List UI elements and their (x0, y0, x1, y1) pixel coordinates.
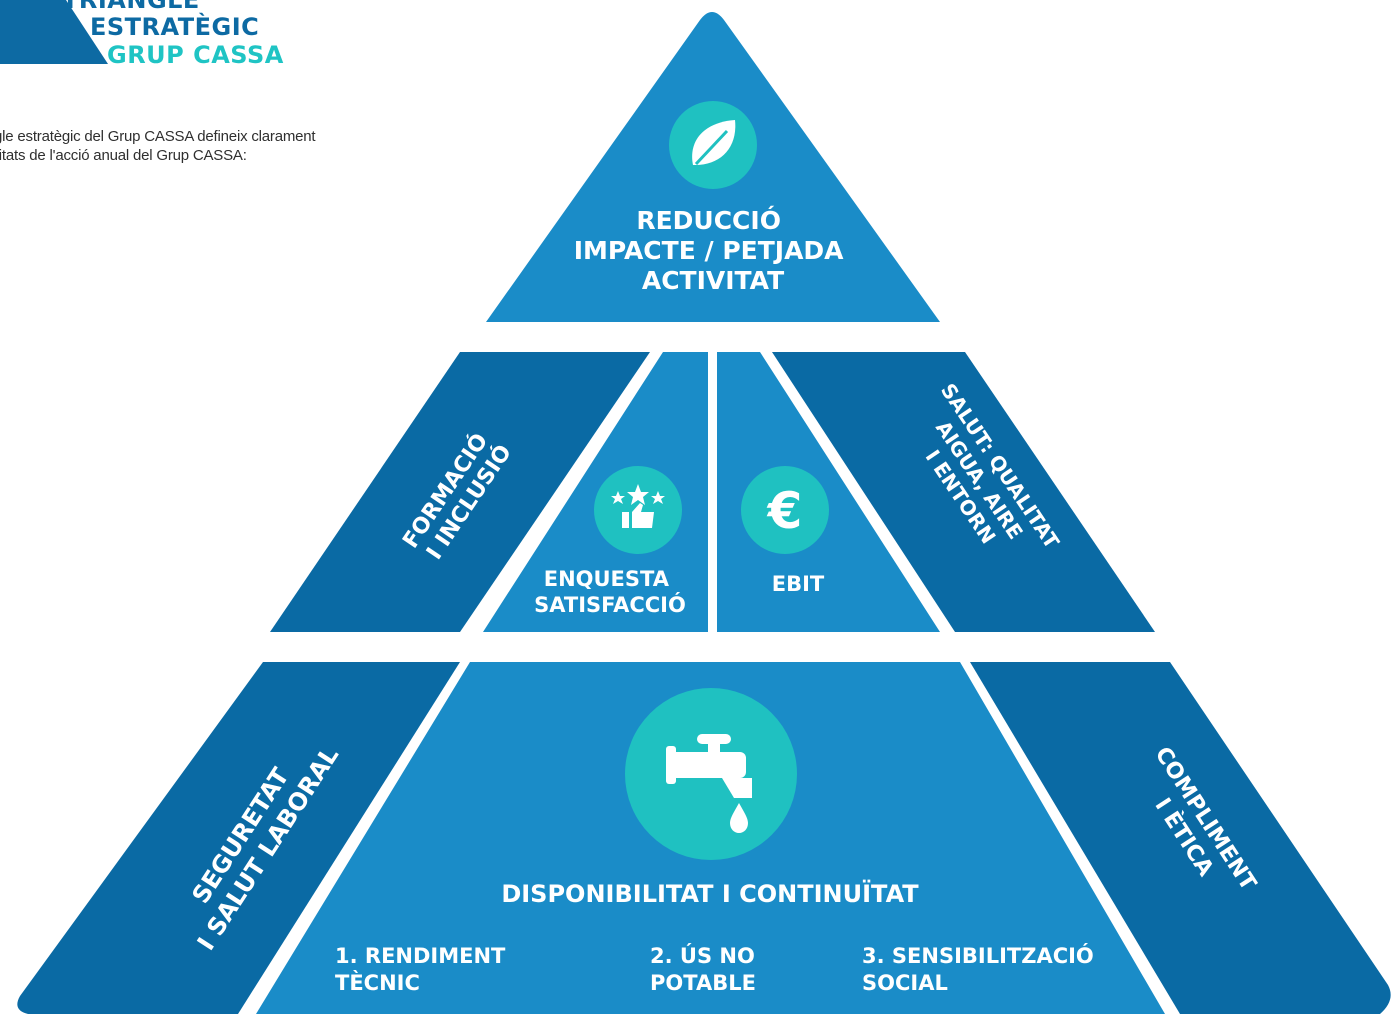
item-3-line-1: 3. SENSIBILITZACIÓ (862, 943, 1094, 968)
brand-logo: TRIANGLE ESTRATÈGIC GRUP CASSA (0, 0, 300, 75)
ebit-label-line-1: EBIT (772, 572, 825, 596)
logo-line-2: ESTRATÈGIC (90, 13, 260, 41)
euro-icon: € (741, 466, 829, 554)
logo-line-3: GRUP CASSA (107, 41, 284, 69)
middle-center-right-panel (717, 352, 940, 632)
bottom-right-band (970, 662, 1391, 1014)
euro-symbol: € (767, 482, 803, 540)
stars-thumbs-up-icon (594, 466, 682, 554)
middle-right-band (772, 352, 1155, 632)
top-label-line-3: ACTIVITAT (642, 266, 784, 295)
item-2-line-1: 2. ÚS NO (650, 943, 755, 968)
item-1-label: 1. RENDIMENT TÈCNIC (335, 944, 513, 995)
survey-label-line-2: SATISFACCIÓ (534, 592, 686, 617)
intro-text: gle estratègic del Grup CASSA defineix c… (0, 127, 394, 165)
bottom-left-band (17, 662, 460, 1014)
intro-line-2: ritats de l'acció anual del Grup CASSA: (0, 147, 247, 164)
survey-label-line-1: ENQUESTA (544, 567, 670, 591)
middle-left-band (270, 352, 650, 632)
intro-line-1: gle estratègic del Grup CASSA defineix c… (0, 128, 316, 145)
water-tap-icon (625, 688, 797, 860)
pyramid-bottom-segment: SEGURETAT I SALUT LABORAL DISPONIBILITAT… (17, 662, 1391, 1014)
item-2-line-2: POTABLE (650, 971, 756, 995)
top-label-line-2: IMPACTE / PETJADA (574, 236, 844, 265)
item-3-label: 3. SENSIBILITZACIÓ SOCIAL (862, 943, 1101, 995)
survey-label: ENQUESTA SATISFACCIÓ (534, 567, 686, 617)
logo-triangle-icon (0, 0, 108, 64)
top-label-line-1: REDUCCIÓ (636, 205, 781, 235)
item-1-line-1: 1. RENDIMENT (335, 944, 506, 968)
item-1-line-2: TÈCNIC (335, 970, 420, 995)
ebit-label: EBIT (772, 572, 825, 596)
pyramid-top-segment: REDUCCIÓ IMPACTE / PETJADA ACTIVITAT (486, 12, 940, 322)
pyramid-middle-segment: FORMACIÓ I INCLUSIÓ ENQUESTA SATISFACCIÓ… (270, 352, 1155, 632)
item-3-line-2: SOCIAL (862, 971, 948, 995)
logo-line-1: TRIANGLE (62, 0, 200, 14)
leaf-icon (669, 101, 757, 189)
top-label: REDUCCIÓ IMPACTE / PETJADA ACTIVITAT (574, 205, 853, 295)
middle-center-left-panel (483, 352, 708, 632)
availability-title: DISPONIBILITAT I CONTINUÏTAT (501, 879, 919, 908)
item-2-label: 2. ÚS NO POTABLE (650, 943, 762, 995)
